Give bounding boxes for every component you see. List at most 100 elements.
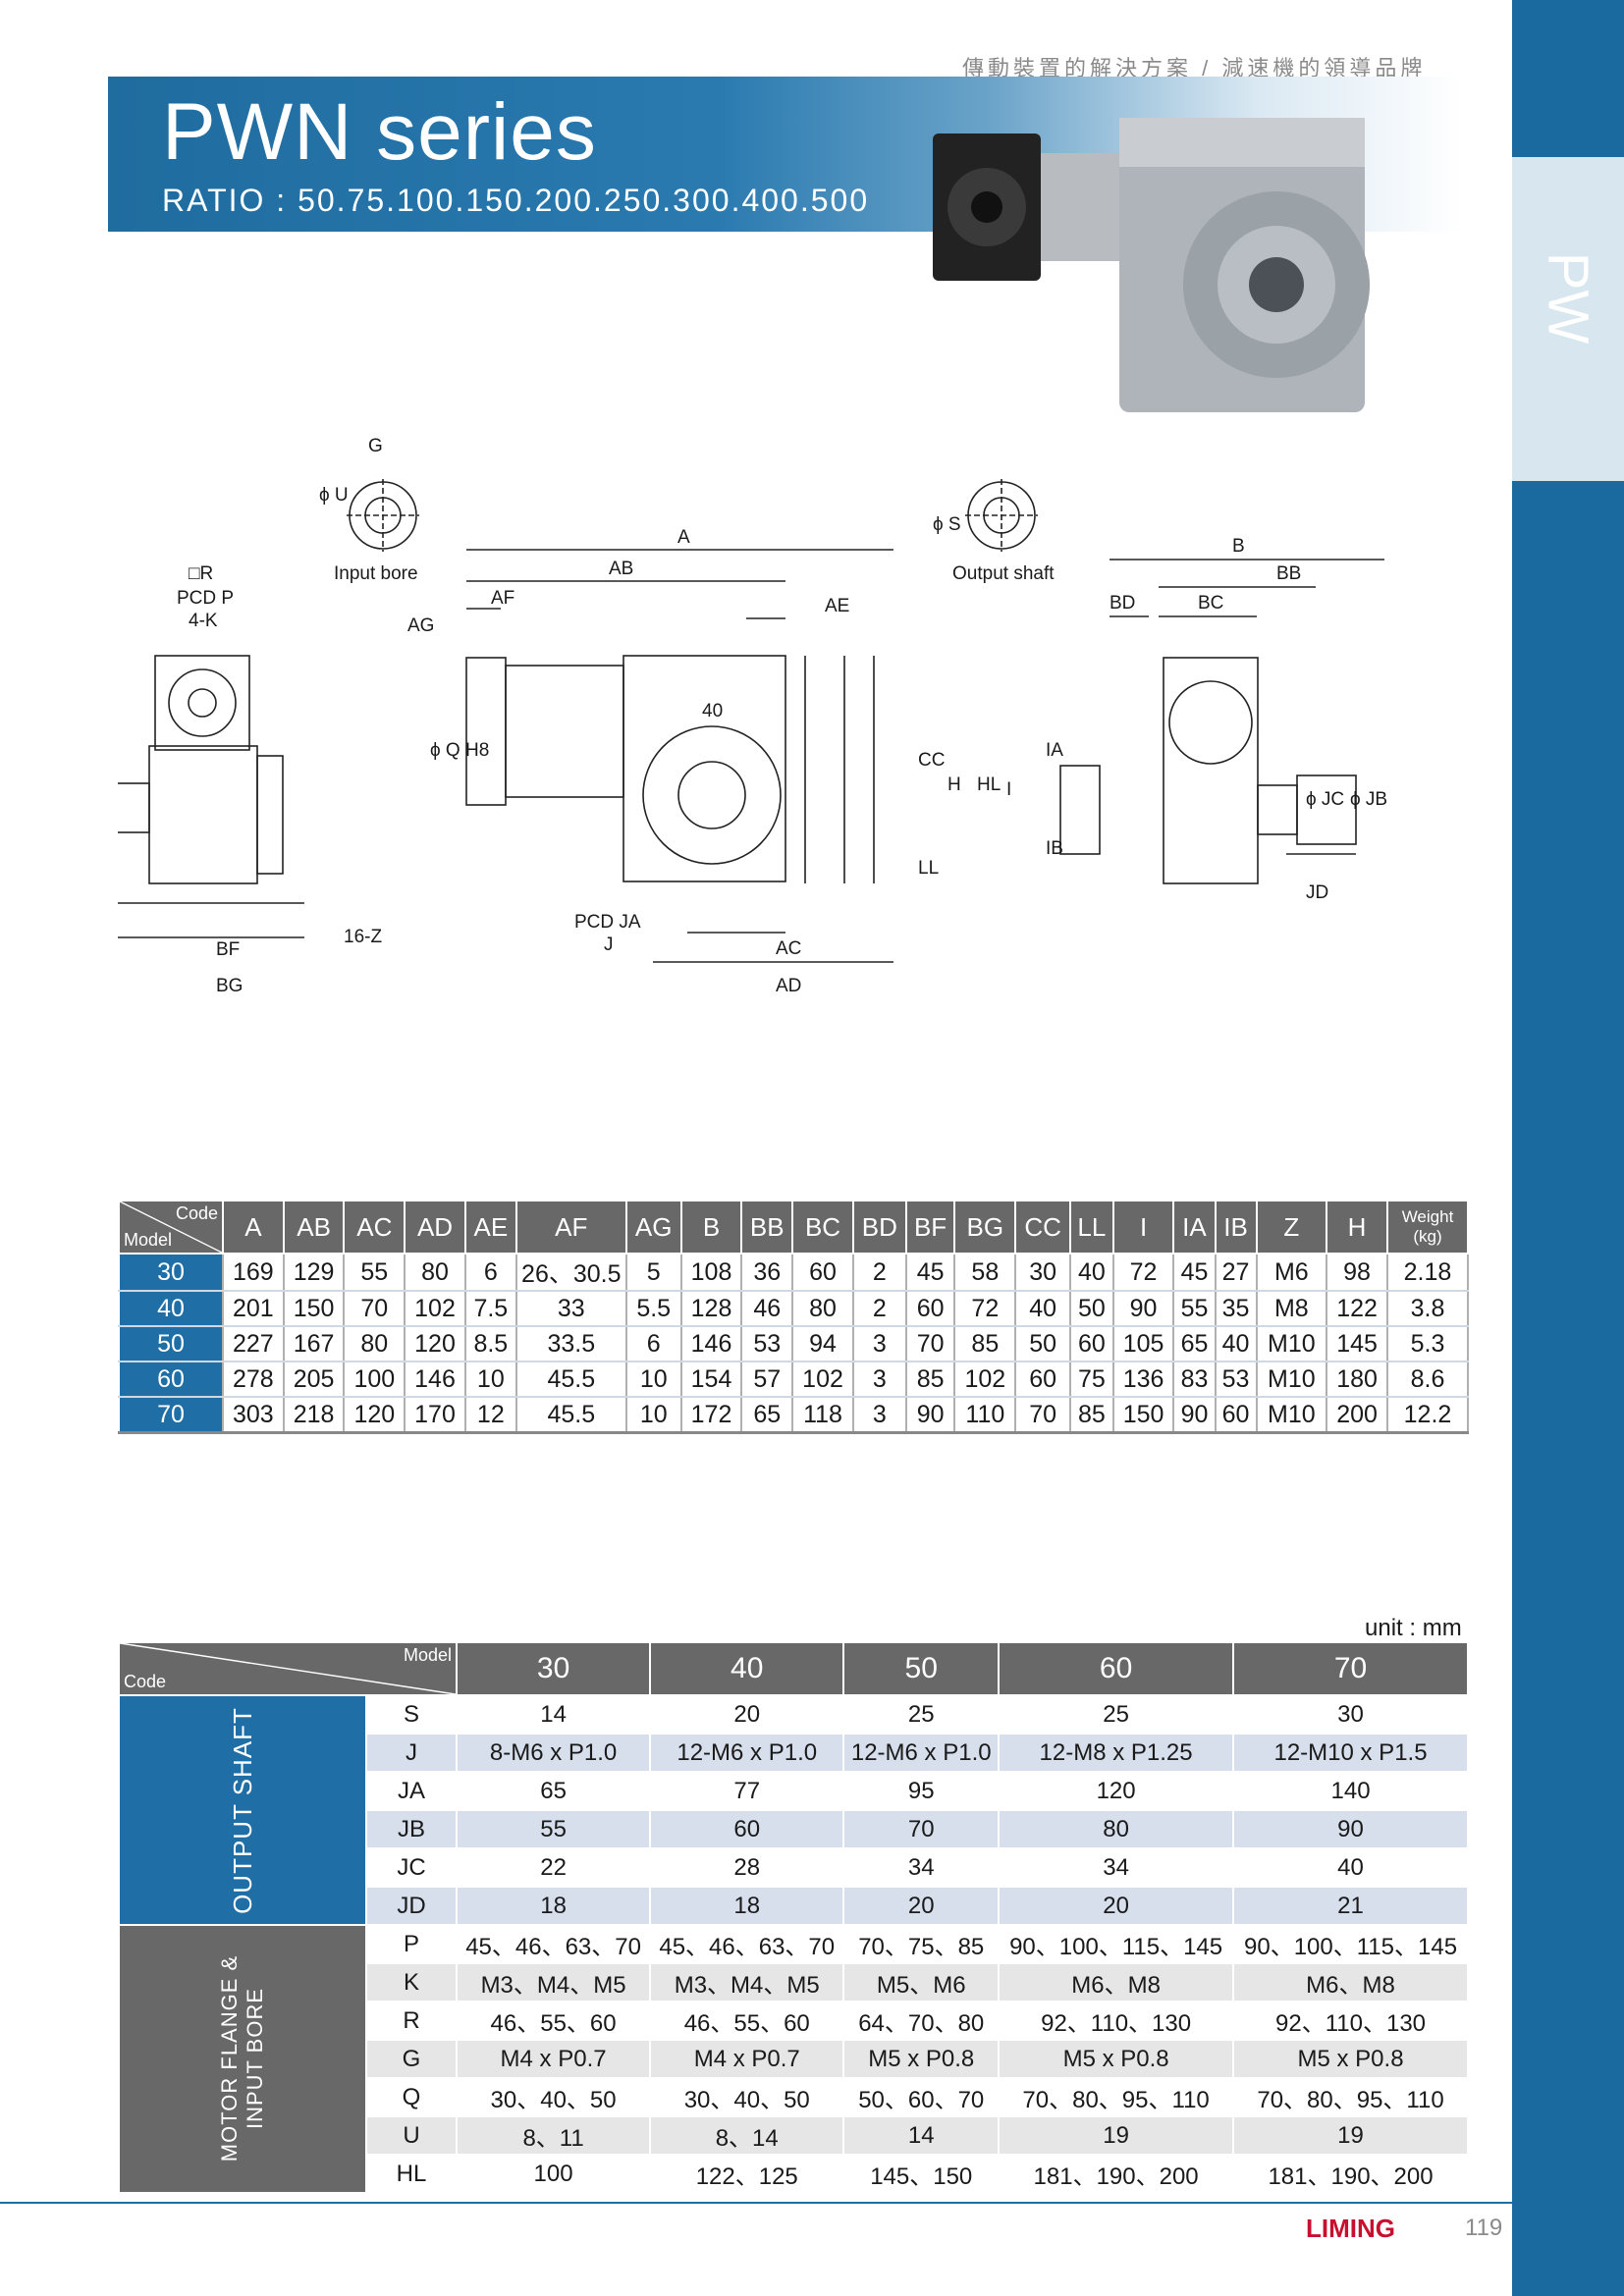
spec-cell: 50、60、70 [842, 2077, 1001, 2117]
dim-cell: 45.5 [514, 1396, 627, 1434]
model-header: 70 [1232, 1641, 1469, 1696]
dim-cell: 12 [463, 1396, 517, 1434]
spec-cell: 12-M6 x P1.0 [649, 1733, 845, 1773]
col-header: AD [404, 1200, 466, 1255]
spec-cell: 45、46、63、70 [455, 1924, 652, 1964]
spec-cell: M4 x P0.7 [455, 2039, 652, 2079]
spec-cell: 46、55、60 [649, 2001, 845, 2041]
dim-cell: 94 [791, 1325, 854, 1362]
dim-table-corner: Code Model [118, 1200, 224, 1255]
spec-table-corner: Model Code [118, 1641, 458, 1696]
label-BB: BB [1276, 563, 1301, 584]
dim-cell: 55 [1172, 1290, 1217, 1327]
dim-cell: 90 [904, 1396, 956, 1434]
dim-cell: 118 [791, 1396, 854, 1434]
label-BF: BF [216, 939, 240, 960]
label-BD: BD [1110, 593, 1135, 614]
corner-code-label: Code [124, 1672, 167, 1691]
label-PCD-P: PCD P [177, 588, 234, 609]
dim-cell: 120 [343, 1396, 406, 1434]
spec-cell: 30 [1232, 1694, 1469, 1735]
page-title: PWN series [162, 87, 597, 177]
spec-cell: 20 [998, 1886, 1235, 1926]
spec-cell: 12-M6 x P1.0 [842, 1733, 1001, 1773]
side-tab [1512, 157, 1624, 481]
dim-cell: 2.18 [1386, 1253, 1469, 1292]
spec-cell: M3、M4、M5 [455, 1962, 652, 2002]
spec-cell: 181、190、200 [998, 2154, 1235, 2194]
dim-cell: 85 [1069, 1396, 1114, 1434]
code-cell: U [365, 2115, 458, 2156]
dim-cell: 5 [624, 1253, 682, 1292]
dim-cell: 10 [463, 1361, 517, 1398]
dim-cell: 303 [222, 1396, 285, 1434]
dim-cell: 3.8 [1386, 1290, 1469, 1327]
label-PCD-JA: PCD JA [574, 912, 641, 933]
spec-cell: 181、190、200 [1232, 2154, 1469, 2194]
label-IB: IB [1046, 838, 1063, 859]
dim-cell: 150 [282, 1290, 346, 1327]
dim-cell: 200 [1326, 1396, 1388, 1434]
dim-cell: 3 [851, 1361, 907, 1398]
spec-cell: 25 [842, 1694, 1001, 1735]
spec-cell: 70、80、95、110 [1232, 2077, 1469, 2117]
dim-cell: 72 [1111, 1253, 1175, 1292]
spec-cell: 25 [998, 1694, 1235, 1735]
dim-cell: 85 [904, 1361, 956, 1398]
spec-table-header: Model Code 30 40 50 60 70 [118, 1641, 1469, 1696]
label-S: ϕ S [933, 514, 961, 535]
dim-cell: 105 [1111, 1325, 1175, 1362]
col-header: IA [1172, 1200, 1217, 1255]
spec-cell: 45、46、63、70 [649, 1924, 845, 1964]
spec-cell: 60 [649, 1809, 845, 1849]
spec-cell: 12-M10 x P1.5 [1232, 1733, 1469, 1773]
code-cell: JA [365, 1771, 458, 1811]
tagline: 傳動裝置的解決方案 / 減速機的領導品牌 [962, 56, 1427, 80]
spec-cell: 30、40、50 [455, 2077, 652, 2117]
label-J: J [604, 934, 614, 955]
label-JB: ϕ JB [1350, 789, 1387, 810]
col-header: Z [1255, 1200, 1328, 1255]
dim-cell: 53 [1214, 1361, 1258, 1398]
col-header: BB [740, 1200, 794, 1255]
col-header: IB [1214, 1200, 1258, 1255]
dim-cell: 72 [953, 1290, 1017, 1327]
dim-cell: 98 [1326, 1253, 1388, 1292]
ratio-text: RATIO : 50.75.100.150.200.250.300.400.50… [162, 183, 870, 218]
dim-cell: 65 [1172, 1325, 1217, 1362]
spec-cell: 65 [455, 1771, 652, 1811]
spec-cell: 18 [649, 1886, 845, 1926]
dim-cell: 90 [1111, 1290, 1175, 1327]
col-header: AE [463, 1200, 517, 1255]
dim-cell: M8 [1255, 1290, 1328, 1327]
code-cell: R [365, 2001, 458, 2041]
spec-cell: 55 [455, 1809, 652, 1849]
spec-cell: 70、75、85 [842, 1924, 1001, 1964]
spec-cell: 46、55、60 [455, 2001, 652, 2041]
spec-cell: 140 [1232, 1771, 1469, 1811]
spec-cell: 14 [842, 2115, 1001, 2156]
col-header: BF [904, 1200, 956, 1255]
spec-cell: 14 [455, 1694, 652, 1735]
dim-cell: 70 [904, 1325, 956, 1362]
spec-cell: M6、M8 [1232, 1962, 1469, 2002]
spec-cell: M5、M6 [842, 1962, 1001, 2002]
spec-cell: 145、150 [842, 2154, 1001, 2194]
group-label: OUTPUT SHAFT [227, 1706, 257, 1914]
label-output-shaft: Output shaft [952, 563, 1055, 584]
page-number: 119 [1465, 2215, 1503, 2241]
dim-cell: 26、30.5 [514, 1253, 627, 1292]
dim-cell: 5.3 [1386, 1325, 1469, 1362]
col-header: CC [1014, 1200, 1072, 1255]
dim-cell: 36 [740, 1253, 794, 1292]
col-header: BD [851, 1200, 907, 1255]
dim-cell: 6 [624, 1325, 682, 1362]
dim-cell: 80 [791, 1290, 854, 1327]
dim-cell: 146 [679, 1325, 743, 1362]
